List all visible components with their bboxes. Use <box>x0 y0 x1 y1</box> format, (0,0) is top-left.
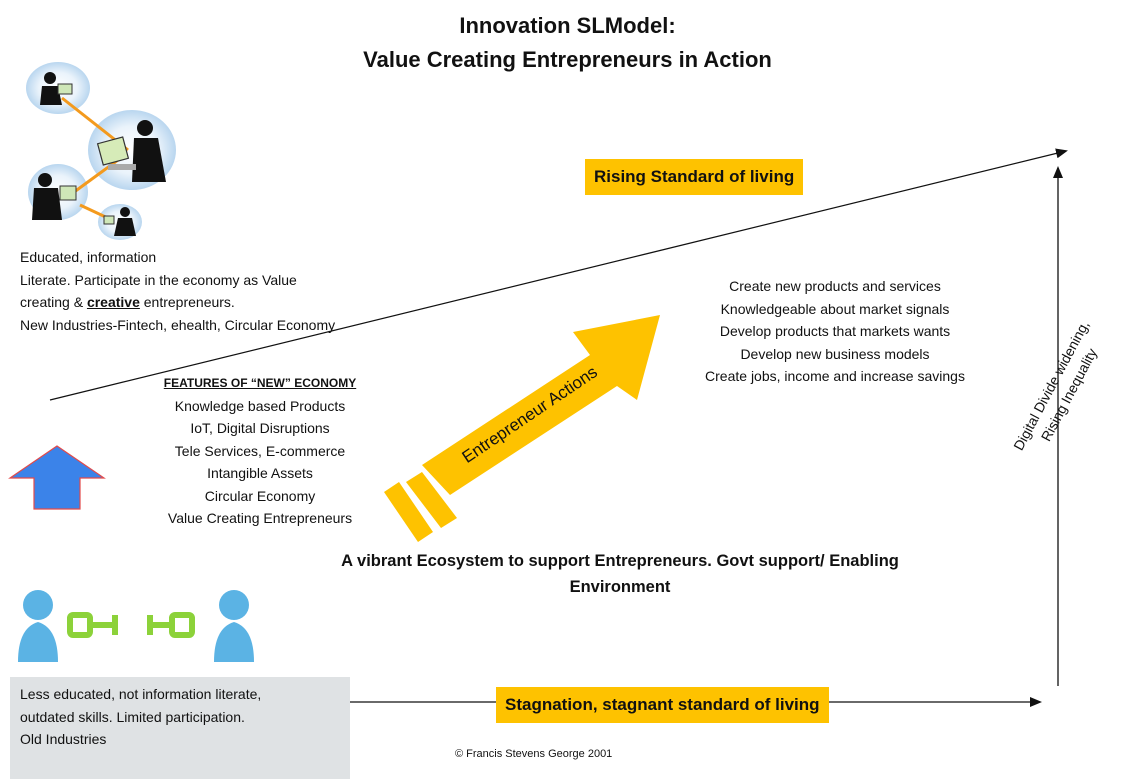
entrepreneur-actions-arrow <box>384 315 660 542</box>
educated-description: Educated, information Literate. Particip… <box>20 246 440 336</box>
feature-item: Tele Services, E-commerce <box>174 442 346 459</box>
educated-line3-post: entrepreneurs. <box>139 294 235 310</box>
less-educated-description: Less educated, not information literate,… <box>20 683 345 751</box>
feature-item: Circular Economy <box>204 487 316 504</box>
less-educated-line3: Old Industries <box>20 731 107 747</box>
action-item: Develop products that markets wants <box>719 323 951 339</box>
educated-line4: New Industries-Fintech, ehealth, Circula… <box>20 316 336 333</box>
rising-standard-label: Rising Standard of living <box>585 159 804 195</box>
rising-arrow-line <box>49 148 1068 401</box>
broken-chain-people-icon <box>18 590 254 662</box>
feature-item: IoT, Digital Disruptions <box>190 420 330 436</box>
diagram-title-line2: Value Creating Entrepreneurs in Action <box>363 47 772 72</box>
blue-up-arrow-icon <box>8 445 106 510</box>
networked-users-icon <box>26 62 176 240</box>
action-item: Knowledgeable about market signals <box>720 300 950 317</box>
features-title: FEATURES OF “NEW” ECONOMY <box>163 376 357 390</box>
action-item: Develop new business models <box>740 345 930 362</box>
ecosystem-line1: A vibrant Ecosystem to support Entrepren… <box>341 552 899 570</box>
educated-line1: Educated, information <box>20 249 157 265</box>
stagnation-label: Stagnation, stagnant standard of living <box>496 687 829 723</box>
less-educated-box <box>10 677 350 779</box>
feature-item: Value Creating Entrepreneurs <box>167 510 353 526</box>
feature-item: Knowledge based Products <box>174 397 346 414</box>
less-educated-line1: Less educated, not information literate, <box>20 686 262 702</box>
action-item: Create jobs, income and increase savings <box>705 368 965 384</box>
copyright-notice: © Francis Stevens George 2001 <box>455 748 613 760</box>
diagram-title-line1: Innovation SLModel: <box>459 13 676 38</box>
ecosystem-statement: A vibrant Ecosystem to support Entrepren… <box>260 548 980 600</box>
educated-line2: Literate. Participate in the economy as … <box>20 271 297 288</box>
action-item: Create new products and services <box>729 278 941 294</box>
ecosystem-line2: Environment <box>569 578 671 596</box>
educated-line3: creating & creative entrepreneurs. <box>20 291 440 314</box>
features-list: FEATURES OF “NEW” ECONOMY Knowledge base… <box>140 372 380 530</box>
less-educated-line2: outdated skills. Limited participation. <box>20 708 245 725</box>
educated-line3-pre: creating & <box>20 294 87 310</box>
feature-item: Intangible Assets <box>207 465 313 481</box>
actions-list: Create new products and services Knowled… <box>675 275 995 388</box>
creative-emphasis: creative <box>86 294 140 310</box>
